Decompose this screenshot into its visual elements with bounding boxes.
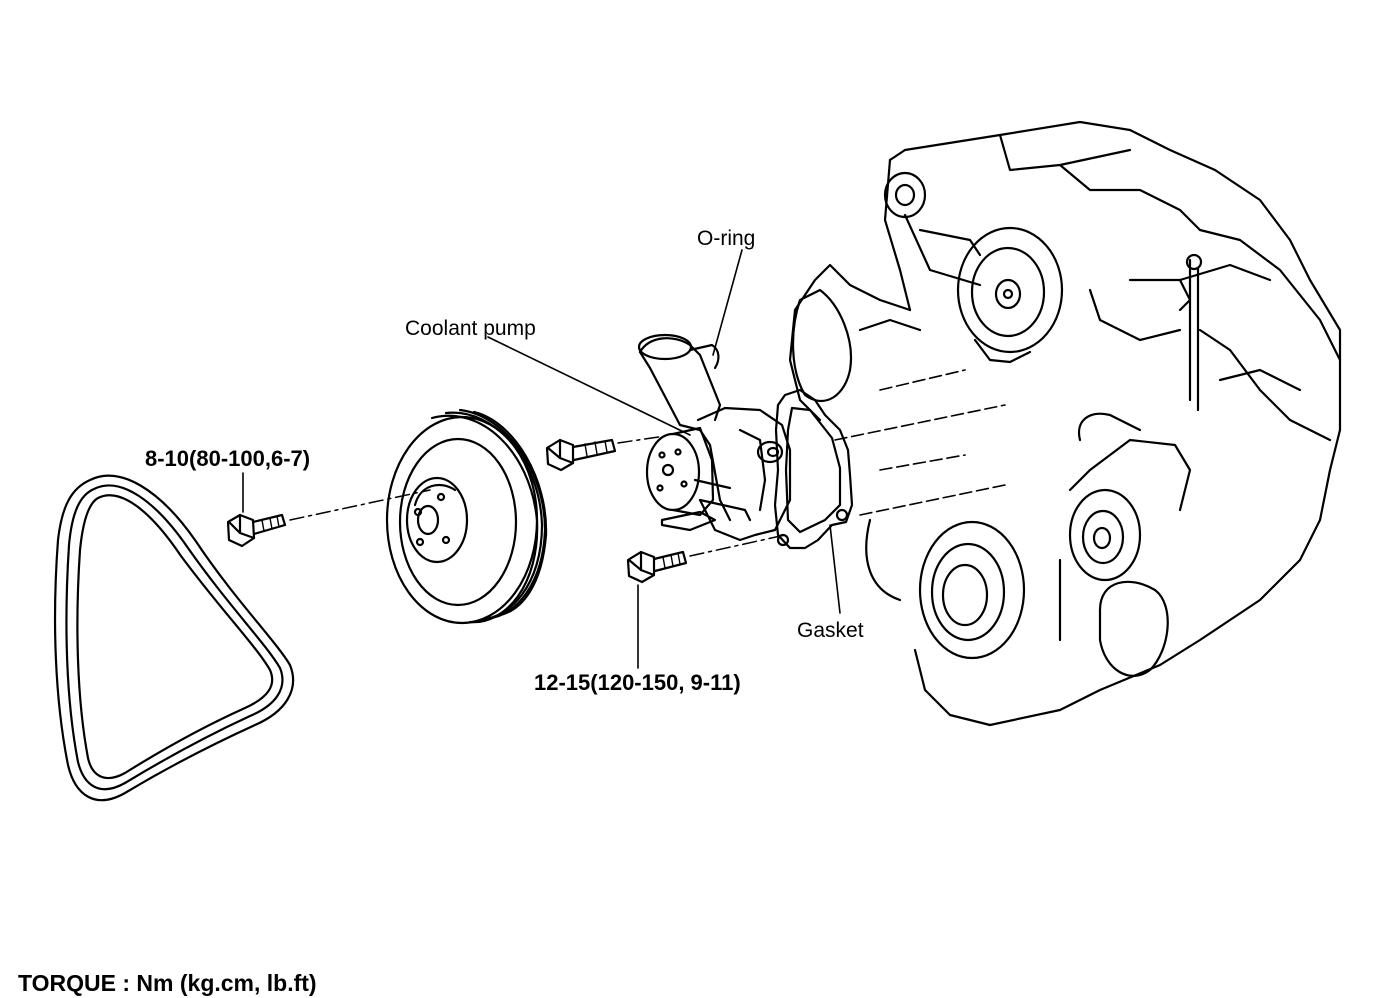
pump-bolt-torque-label: 12-15(120-150, 9-11) bbox=[534, 670, 741, 695]
pulley-bolt-part bbox=[226, 513, 287, 548]
drive-belt-part bbox=[53, 474, 295, 802]
mounting-stud-lines bbox=[834, 369, 1006, 516]
coolant-pump-label: Coolant pump bbox=[405, 317, 536, 340]
engine-block bbox=[788, 120, 1342, 727]
gasket-part bbox=[773, 388, 854, 550]
pulley-bolt-torque-label: 8-10(80-100,6-7) bbox=[145, 446, 311, 471]
leader-lines bbox=[242, 249, 841, 669]
leader-o-ring bbox=[712, 249, 743, 356]
o-ring-label: O-ring bbox=[697, 227, 756, 250]
gasket-label: Gasket bbox=[797, 619, 864, 642]
leader-gasket bbox=[829, 524, 841, 614]
pump-bolt-lower-part bbox=[626, 550, 688, 584]
pump-pulley-part bbox=[385, 408, 548, 625]
leader-coolant-pump bbox=[487, 336, 691, 436]
torque-units-legend: TORQUE : Nm (kg.cm, lb.ft) bbox=[18, 970, 317, 996]
assembly-axis-lines bbox=[289, 435, 786, 557]
coolant-pump-part bbox=[637, 333, 792, 542]
pump-bolt-upper-part bbox=[545, 438, 617, 472]
